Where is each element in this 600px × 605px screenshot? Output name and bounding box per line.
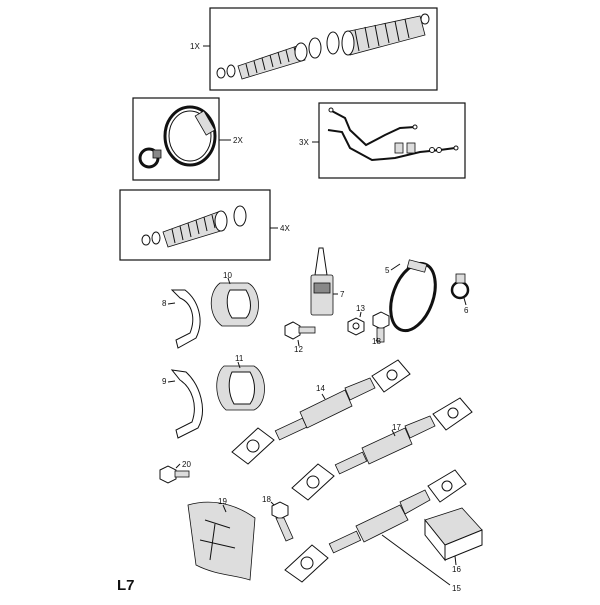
- kit-box-3: 3X: [299, 102, 466, 179]
- callout-8: 8: [162, 299, 167, 308]
- part-11-bush: 11: [216, 354, 265, 411]
- callout-5: 5: [385, 266, 390, 275]
- kit-label-2x: 2X: [233, 136, 243, 145]
- page-code: L7: [117, 577, 135, 594]
- callout-11: 11: [235, 354, 244, 363]
- callout-18a: 18: [372, 337, 381, 346]
- kit-box-1: 1X: [190, 7, 438, 91]
- part-18-bolt-lower: 18: [262, 495, 294, 542]
- kit-label-4x: 4X: [280, 224, 290, 233]
- part-15-steering-shaft: 15: [284, 469, 467, 593]
- part-9-bracket: 9: [162, 369, 203, 439]
- part-10-bush: 10: [210, 271, 259, 327]
- part-19-shield: 19: [187, 497, 256, 581]
- part-17-steering-shaft: 17: [291, 397, 473, 501]
- callout-15: 15: [452, 584, 461, 593]
- part-13-nut: 13: [347, 304, 365, 336]
- callout-7: 7: [340, 290, 345, 299]
- callout-14: 14: [316, 384, 325, 393]
- callout-6: 6: [464, 306, 469, 315]
- part-8-bracket: 8: [162, 289, 201, 349]
- part-12-bolt: 12: [284, 321, 316, 354]
- part-18-bolt-upper: 18: [372, 311, 390, 346]
- part-16-damper: 16: [424, 507, 483, 574]
- part-20-bolt: 20: [159, 460, 191, 484]
- kit-box-2: 2X: [132, 97, 243, 181]
- callout-9: 9: [162, 377, 167, 386]
- kit-label-1x: 1X: [190, 42, 200, 51]
- callout-13: 13: [356, 304, 365, 313]
- kit-box-4: 4X: [119, 189, 290, 261]
- callout-20: 20: [182, 460, 191, 469]
- callout-16: 16: [452, 565, 461, 574]
- callout-12: 12: [294, 345, 303, 354]
- callout-17: 17: [392, 423, 401, 432]
- callout-19: 19: [218, 497, 227, 506]
- part-5-hose-clamp: 5: [385, 259, 437, 333]
- kit-label-3x: 3X: [299, 138, 309, 147]
- part-7-adhesive-tube: 7: [310, 247, 345, 316]
- callout-10: 10: [223, 271, 232, 280]
- part-6-small-clamp: 6: [450, 273, 470, 315]
- callout-18b: 18: [262, 495, 271, 504]
- part-14-steering-shaft: 14: [231, 359, 411, 465]
